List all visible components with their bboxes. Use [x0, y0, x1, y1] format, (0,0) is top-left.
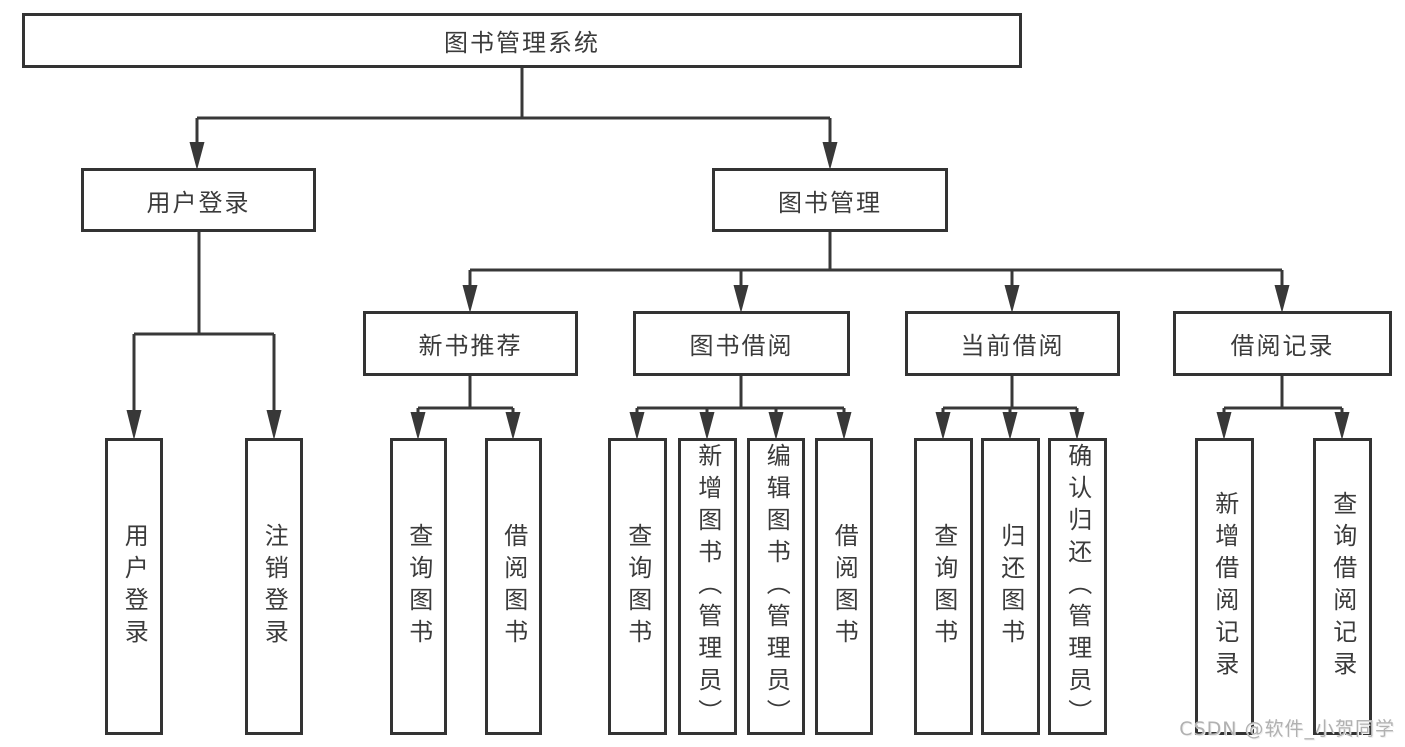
leaf-newbook-borrow-books: 借阅图书 — [485, 438, 542, 735]
leaf-bookborrow-edit-books-admin: 编辑图书（管理员） — [747, 438, 805, 735]
leaf-user-login: 用户登录 — [105, 438, 163, 735]
arrowheads-level2 — [189, 142, 838, 170]
node-book-management: 图书管理 — [712, 168, 948, 232]
leaf-bookborrow-query-books: 查询图书 — [608, 438, 667, 735]
node-root-library-system: 图书管理系统 — [22, 13, 1022, 68]
csdn-watermark: CSDN @软件_小贺同学 — [1179, 718, 1395, 740]
leaf-currentborrow-return-books: 归还图书 — [981, 438, 1040, 735]
connector-borrowrecords-to-leaves — [1222, 376, 1344, 416]
node-book-borrow: 图书借阅 — [633, 311, 850, 376]
leaf-records-query-borrow-record: 查询借阅记录 — [1313, 438, 1372, 735]
leaf-currentborrow-confirm-return-admin: 确认归还（管理员） — [1048, 438, 1107, 735]
arrowheads-currentborrow-leaves — [935, 412, 1085, 440]
arrowheads-level3 — [462, 285, 1290, 313]
leaf-currentborrow-query-books: 查询图书 — [914, 438, 973, 735]
connector-root-to-level2 — [195, 68, 832, 148]
connector-newbook-to-leaves — [416, 376, 515, 416]
arrowheads-borrowrecords-leaves — [1216, 412, 1350, 440]
arrowheads-bookborrow-leaves — [629, 412, 852, 440]
connector-userlogin-to-leaves — [132, 232, 276, 414]
leaf-logout: 注销登录 — [245, 438, 303, 735]
node-borrow-records: 借阅记录 — [1173, 311, 1392, 376]
leaf-newbook-query-books: 查询图书 — [390, 438, 447, 735]
connector-bookmgmt-to-level3 — [468, 232, 1284, 290]
leaf-bookborrow-add-books-admin: 新增图书（管理员） — [678, 438, 737, 735]
connector-bookborrow-to-leaves — [635, 376, 846, 416]
arrowheads-newbook-leaves — [410, 412, 521, 440]
node-current-borrow: 当前借阅 — [905, 311, 1120, 376]
leaf-records-add-borrow-record: 新增借阅记录 — [1195, 438, 1254, 735]
connector-currentborrow-to-leaves — [941, 376, 1079, 416]
node-new-book-recommend: 新书推荐 — [363, 311, 578, 376]
arrowheads-userlogin-leaves — [126, 410, 282, 440]
node-user-login: 用户登录 — [81, 168, 316, 232]
leaf-bookborrow-borrow-books: 借阅图书 — [815, 438, 873, 735]
